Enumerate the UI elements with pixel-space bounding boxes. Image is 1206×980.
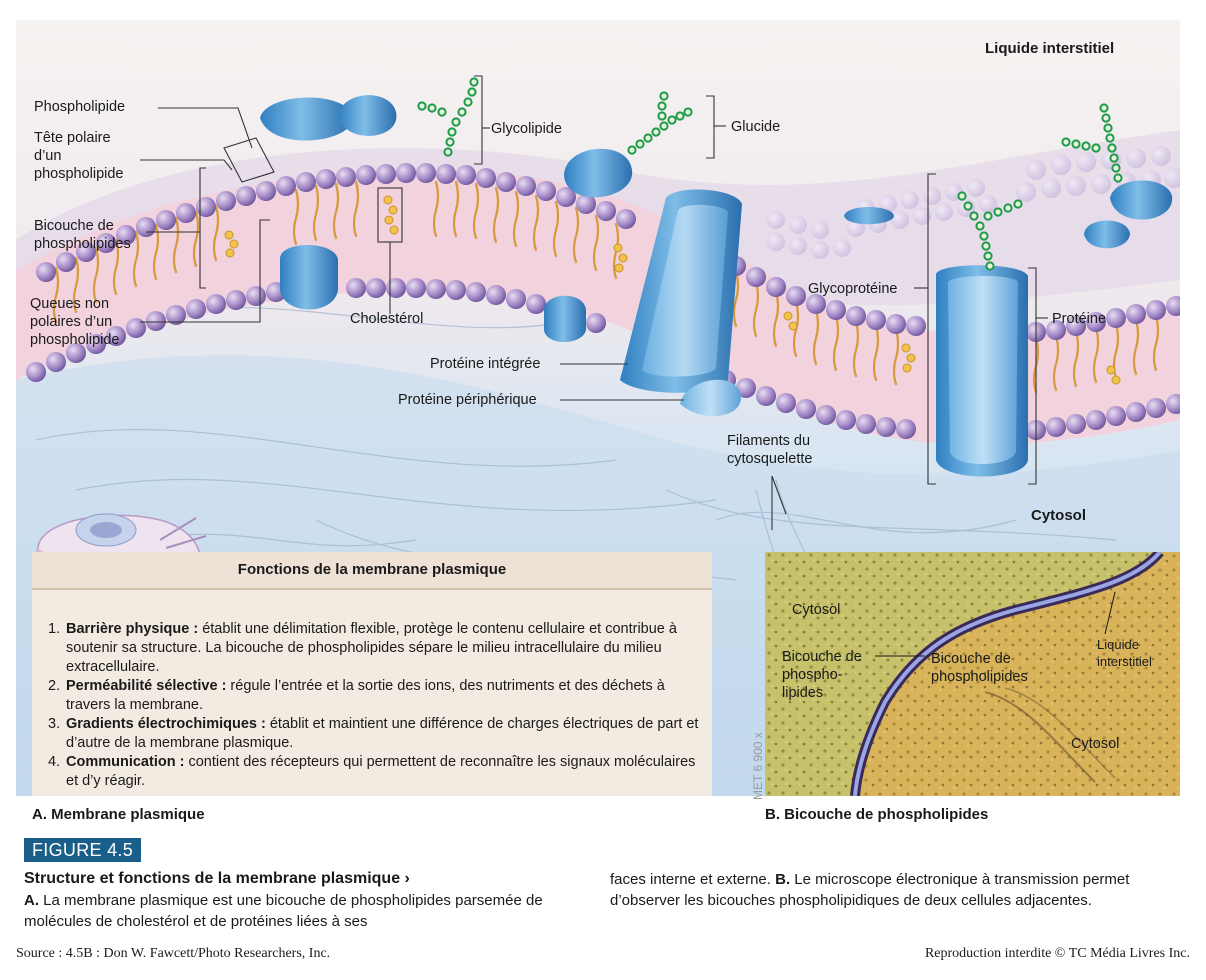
function-number: 2. bbox=[48, 678, 61, 694]
function-text: établit et maintient une différence de c… bbox=[66, 716, 699, 751]
caption-text-right: faces interne et externe. bbox=[610, 871, 776, 888]
function-number: 4. bbox=[48, 754, 61, 770]
panel-b-caption: B. Bicouche de phospholipides bbox=[765, 806, 989, 823]
function-text: régule l’entrée et la sortie des ions, d… bbox=[66, 678, 665, 713]
functions-panel: Fonctions de la membrane plasmique 1. Ba… bbox=[32, 552, 712, 796]
label-polar-head: Tête polaire d’un phospholipide bbox=[34, 130, 124, 182]
label-nonpolar-tails: Queues non polaires d’un phospholipide bbox=[30, 296, 120, 348]
figure-number-badge: FIGURE 4.5 bbox=[24, 838, 142, 862]
function-item-permeability: 2. Perméabilité sélective : régule l’ent… bbox=[48, 677, 704, 715]
label-protein: Protéine bbox=[1052, 311, 1107, 327]
micrograph-label-interstitial: Liquide interstitiel bbox=[1097, 637, 1152, 669]
label-extracellular-fluid: Liquide interstitiel bbox=[985, 40, 1115, 57]
caption-part-a-marker: A. bbox=[24, 892, 39, 909]
figure-caption-left: A. La membrane plasmique est une bicouch… bbox=[24, 891, 584, 932]
micrograph-label-bilayer-mid: Bicouche de phospholipides bbox=[931, 651, 1028, 685]
caption-part-b-marker: B. bbox=[775, 871, 791, 888]
label-glycoprotein: Glycoprotéine bbox=[808, 281, 898, 297]
figure-caption-right: faces interne et externe. B. Le microsco… bbox=[610, 870, 1170, 911]
caption-text-left: La membrane plasmique est une bicouche d… bbox=[24, 892, 543, 930]
function-name: Barrière physique : bbox=[66, 621, 199, 637]
function-item-communication: 4. Communication : contient des récepteu… bbox=[48, 753, 704, 791]
function-name: Communication : bbox=[66, 754, 185, 770]
label-cytosol: Cytosol bbox=[1031, 507, 1087, 524]
figure-title: Structure et fonctions de la membrane pl… bbox=[24, 870, 410, 887]
function-name: Gradients électrochimiques : bbox=[66, 716, 266, 732]
caption-text-right-2: Le microscope électronique à transmissio… bbox=[610, 871, 1130, 909]
functions-list: 1. Barrière physique : établit une délim… bbox=[48, 620, 704, 791]
label-cholesterol: Cholestérol bbox=[350, 311, 424, 327]
panel-a-caption: A. Membrane plasmique bbox=[32, 806, 205, 823]
micrograph-label-cytosol-bottom: Cytosol bbox=[1071, 736, 1120, 752]
function-number: 3. bbox=[48, 716, 61, 732]
label-carbohydrate: Glucide bbox=[731, 119, 781, 135]
function-name: Perméabilité sélective : bbox=[66, 678, 227, 694]
label-bilayer: Bicouche de phospholipides bbox=[34, 218, 131, 252]
function-item-gradients: 3. Gradients électrochimiques : établit … bbox=[48, 715, 704, 753]
source-credit: Source : 4.5B : Don W. Fawcett/Photo Res… bbox=[16, 946, 331, 961]
function-text: établit une délimitation flexible, protè… bbox=[66, 621, 677, 675]
label-phospholipid: Phospholipide bbox=[34, 99, 126, 115]
function-text: contient des récepteurs qui permettent d… bbox=[66, 754, 696, 789]
function-item-barrier: 1. Barrière physique : établit une délim… bbox=[48, 620, 704, 677]
functions-title: Fonctions de la membrane plasmique bbox=[32, 552, 712, 590]
micrograph-label-cytosol-top: Cytosol bbox=[792, 602, 841, 618]
label-glycolipid: Glycolipide bbox=[491, 121, 562, 137]
function-number: 1. bbox=[48, 621, 61, 637]
label-integral-protein: Protéine intégrée bbox=[430, 356, 541, 372]
label-peripheral-protein: Protéine périphérique bbox=[398, 392, 537, 408]
tem-micrograph bbox=[765, 552, 1180, 796]
micrograph-label-bilayer-left: Bicouche de phospho- lipides bbox=[782, 649, 862, 701]
copyright-notice: Reproduction interdite © TC Média Livres… bbox=[924, 946, 1190, 961]
magnification-label: MET 6 900 x bbox=[751, 732, 765, 800]
label-cytoskeleton-filaments: Filaments du cytosquelette bbox=[727, 433, 813, 467]
